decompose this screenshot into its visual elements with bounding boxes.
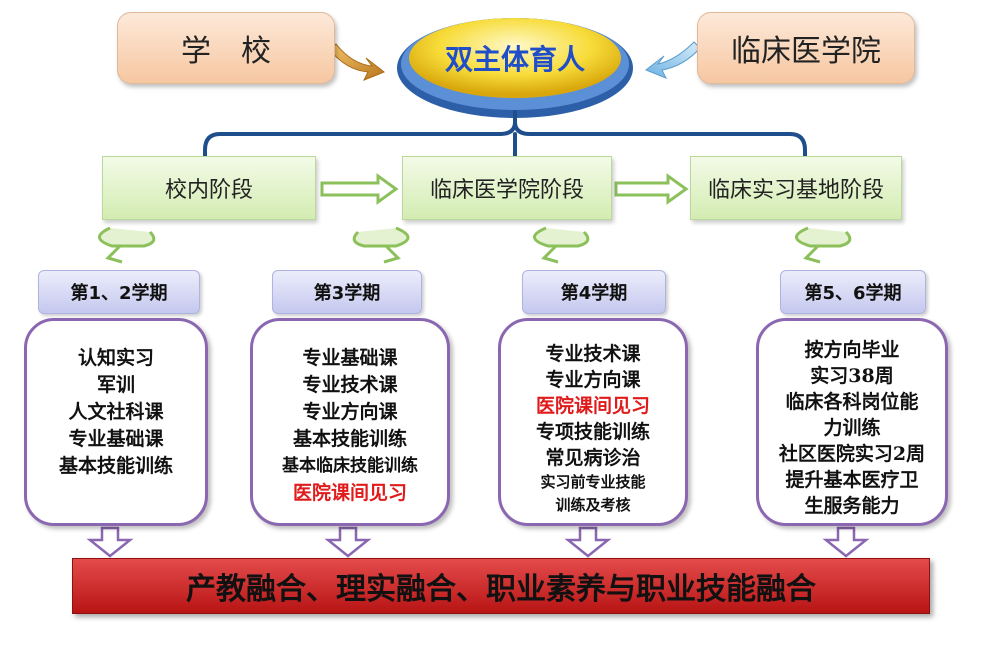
semester-label-1: 第1、2学期 [38, 270, 200, 314]
curl-arrow-3 [533, 226, 590, 264]
course-item: 认知实习 [77, 347, 154, 369]
course-item: 按方向毕业 [804, 339, 900, 361]
semester-label-3: 第4学期 [522, 270, 666, 314]
integration-banner-text: 产教融合、理实融合、职业素养与职业技能融合 [186, 572, 816, 607]
dual-subject-label: 双主体育人 [444, 43, 585, 76]
stage-label: 临床医学院阶段 [429, 178, 584, 203]
stage-clinical-college: 临床医学院阶段 [402, 156, 612, 220]
course-item: 专业基础课 [68, 428, 164, 450]
stage-label: 校内阶段 [164, 178, 253, 203]
down-arrow-4 [822, 526, 870, 558]
stage-internship-base: 临床实习基地阶段 [690, 156, 902, 220]
semester-label-2: 第3学期 [272, 270, 422, 314]
dual-subject-ellipse: 双主体育人 [409, 18, 621, 98]
curl-arrow-1 [98, 226, 156, 264]
semester-text: 第1、2学期 [70, 283, 168, 304]
semester-card-4: 按方向毕业 实习38周 临床各科岗位能 力训练 社区医院实习2周 提升基本医疗卫… [756, 318, 948, 526]
course-item: 专业技术课 [302, 374, 398, 396]
down-arrow-3 [564, 526, 612, 558]
school-box: 学 校 [117, 12, 335, 84]
semester-label-4: 第5、6学期 [780, 270, 926, 314]
curl-arrow-4 [795, 226, 852, 264]
school-label: 学 校 [181, 34, 271, 69]
course-item: 实习前专业技能 [540, 473, 646, 491]
course-item: 生服务能力 [804, 495, 900, 517]
course-item: 军训 [96, 374, 135, 396]
left-curve-arrow [329, 43, 385, 81]
ellipse-face [409, 18, 621, 98]
semester-card-1: 认知实习 军训 人文社科课 专业基础课 基本技能训练 [24, 318, 208, 526]
course-item: 人文社科课 [68, 401, 164, 423]
semester-card-3: 专业技术课 专业方向课 医院课间见习 专项技能训练 常见病诊治 实习前专业技能 … [498, 318, 688, 526]
course-item: 专业方向课 [302, 401, 398, 423]
clinical-college-box: 临床医学院 [697, 12, 915, 84]
semester-text: 第3学期 [313, 283, 381, 304]
course-item: 社区医院实习2周 [778, 443, 926, 465]
integration-banner: 产教融合、理实融合、职业素养与职业技能融合 [72, 558, 930, 614]
right-curve-arrow [645, 41, 701, 79]
course-item: 基本临床技能训练 [282, 456, 418, 476]
course-item-highlight: 医院课间见习 [535, 395, 650, 417]
course-item: 常见病诊治 [545, 447, 641, 469]
course-item: 提升基本医疗卫 [785, 469, 919, 491]
curl-arrow-2 [352, 226, 410, 264]
down-arrow-1 [86, 526, 134, 558]
semester-text: 第4学期 [560, 283, 628, 304]
course-item: 力训练 [823, 417, 881, 439]
course-item: 实习38周 [810, 365, 894, 387]
semester-text: 第5、6学期 [804, 283, 902, 304]
stage-arrow-2 [614, 173, 689, 205]
course-item: 临床各科岗位能 [785, 391, 919, 413]
course-item: 专项技能训练 [535, 421, 650, 443]
stage-campus: 校内阶段 [102, 156, 316, 220]
down-arrow-2 [324, 526, 372, 558]
course-item-highlight: 医院课间见习 [292, 482, 407, 504]
stage-label: 临床实习基地阶段 [707, 178, 884, 203]
course-item: 基本技能训练 [292, 428, 407, 450]
stage-arrow-1 [320, 173, 399, 205]
course-item: 专业技术课 [545, 343, 641, 365]
brace-connector [203, 110, 807, 160]
course-item: 专业基础课 [302, 347, 398, 369]
course-item: 训练及考核 [555, 496, 631, 514]
semester-card-2: 专业基础课 专业技术课 专业方向课 基本技能训练 基本临床技能训练 医院课间见习 [250, 318, 450, 526]
course-item: 专业方向课 [545, 369, 641, 391]
clinical-college-label: 临床医学院 [731, 34, 881, 69]
course-item: 基本技能训练 [58, 455, 173, 477]
